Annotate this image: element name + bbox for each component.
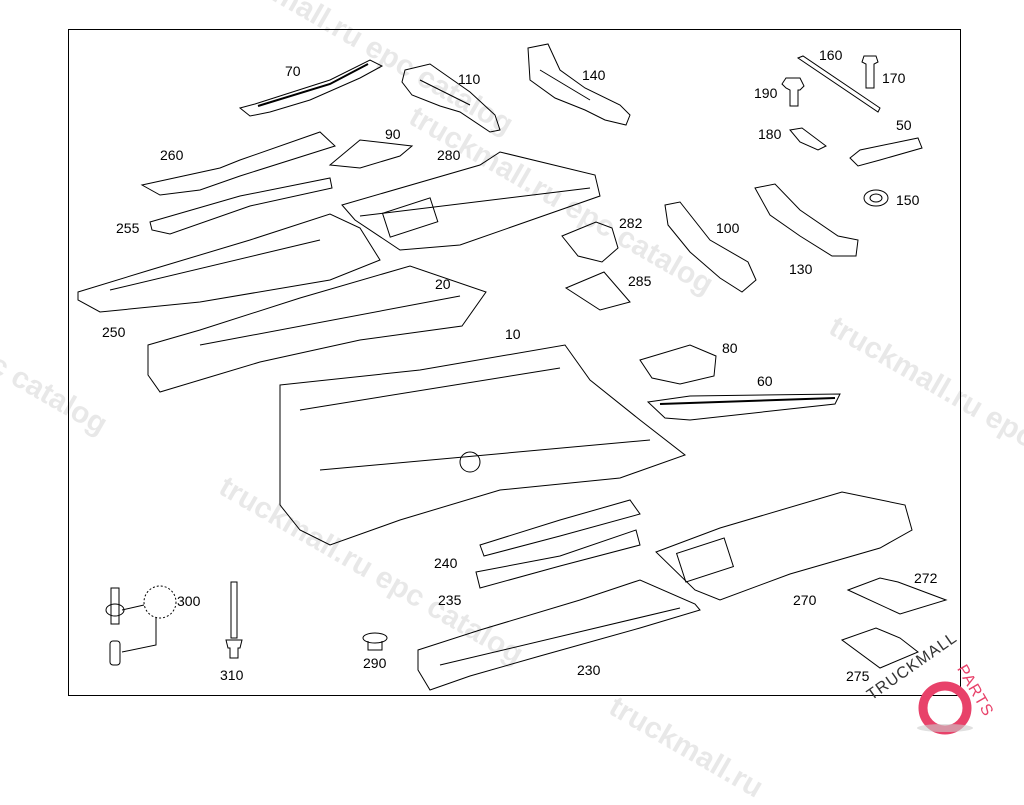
part-70[interactable] <box>238 59 384 117</box>
parts-drawing <box>77 43 973 735</box>
callout-150[interactable]: 150 <box>896 192 920 208</box>
callout-110[interactable]: 110 <box>458 71 481 87</box>
part-90[interactable] <box>328 139 414 169</box>
part-310[interactable] <box>225 581 243 659</box>
part-260[interactable] <box>140 131 336 196</box>
callout-280[interactable]: 280 <box>437 147 461 163</box>
callout-190[interactable]: 190 <box>754 85 778 101</box>
callout-100[interactable]: 100 <box>716 220 740 236</box>
part-300[interactable] <box>105 585 177 666</box>
callout-250[interactable]: 250 <box>102 324 126 340</box>
part-190[interactable] <box>781 77 805 107</box>
part-50[interactable] <box>849 137 923 167</box>
part-140[interactable] <box>527 43 631 126</box>
callout-180[interactable]: 180 <box>758 126 782 142</box>
part-240[interactable] <box>479 499 641 557</box>
callout-285[interactable]: 285 <box>628 273 652 289</box>
callout-290[interactable]: 290 <box>363 655 387 671</box>
callout-230[interactable]: 230 <box>577 662 601 678</box>
part-280[interactable] <box>341 151 601 251</box>
part-230[interactable] <box>417 579 701 691</box>
callout-70[interactable]: 70 <box>285 63 301 79</box>
part-235[interactable] <box>475 529 641 589</box>
callout-60[interactable]: 60 <box>757 373 773 389</box>
part-250[interactable] <box>77 213 381 313</box>
callout-170[interactable]: 170 <box>882 70 906 86</box>
callout-90[interactable]: 90 <box>385 126 401 142</box>
callout-80[interactable]: 80 <box>722 340 738 356</box>
callout-310[interactable]: 310 <box>220 667 244 683</box>
part-80[interactable] <box>639 344 717 385</box>
callout-300[interactable]: 300 <box>177 593 201 609</box>
diagram-frame <box>68 29 961 696</box>
part-282[interactable] <box>561 221 619 263</box>
part-170[interactable] <box>861 55 879 89</box>
part-150[interactable] <box>863 189 889 207</box>
part-255[interactable] <box>149 177 333 235</box>
part-130[interactable] <box>754 183 859 257</box>
part-10[interactable] <box>279 344 687 546</box>
callout-50[interactable]: 50 <box>896 117 912 133</box>
callout-130[interactable]: 130 <box>789 261 813 277</box>
callout-282[interactable]: 282 <box>619 215 643 231</box>
callout-272[interactable]: 272 <box>914 570 938 586</box>
callout-275[interactable]: 275 <box>846 668 870 684</box>
callout-255[interactable]: 255 <box>116 220 140 236</box>
logo-gear-icon <box>917 681 973 735</box>
part-180[interactable] <box>789 127 827 151</box>
part-110[interactable] <box>401 63 501 133</box>
callout-160[interactable]: 160 <box>819 47 843 63</box>
callout-235[interactable]: 235 <box>438 592 462 608</box>
callout-270[interactable]: 270 <box>793 592 817 608</box>
part-272[interactable] <box>846 577 948 615</box>
part-270[interactable] <box>655 491 913 601</box>
part-275[interactable] <box>840 627 919 669</box>
part-20[interactable] <box>147 265 487 393</box>
part-285[interactable] <box>564 271 631 311</box>
callout-10[interactable]: 10 <box>505 326 521 342</box>
part-290[interactable] <box>362 632 388 651</box>
part-160[interactable] <box>796 55 881 113</box>
part-60[interactable] <box>646 393 841 421</box>
callout-140[interactable]: 140 <box>582 67 606 83</box>
callout-20[interactable]: 20 <box>435 276 451 292</box>
callout-240[interactable]: 240 <box>434 555 458 571</box>
callout-260[interactable]: 260 <box>160 147 184 163</box>
part-100[interactable] <box>664 201 757 293</box>
